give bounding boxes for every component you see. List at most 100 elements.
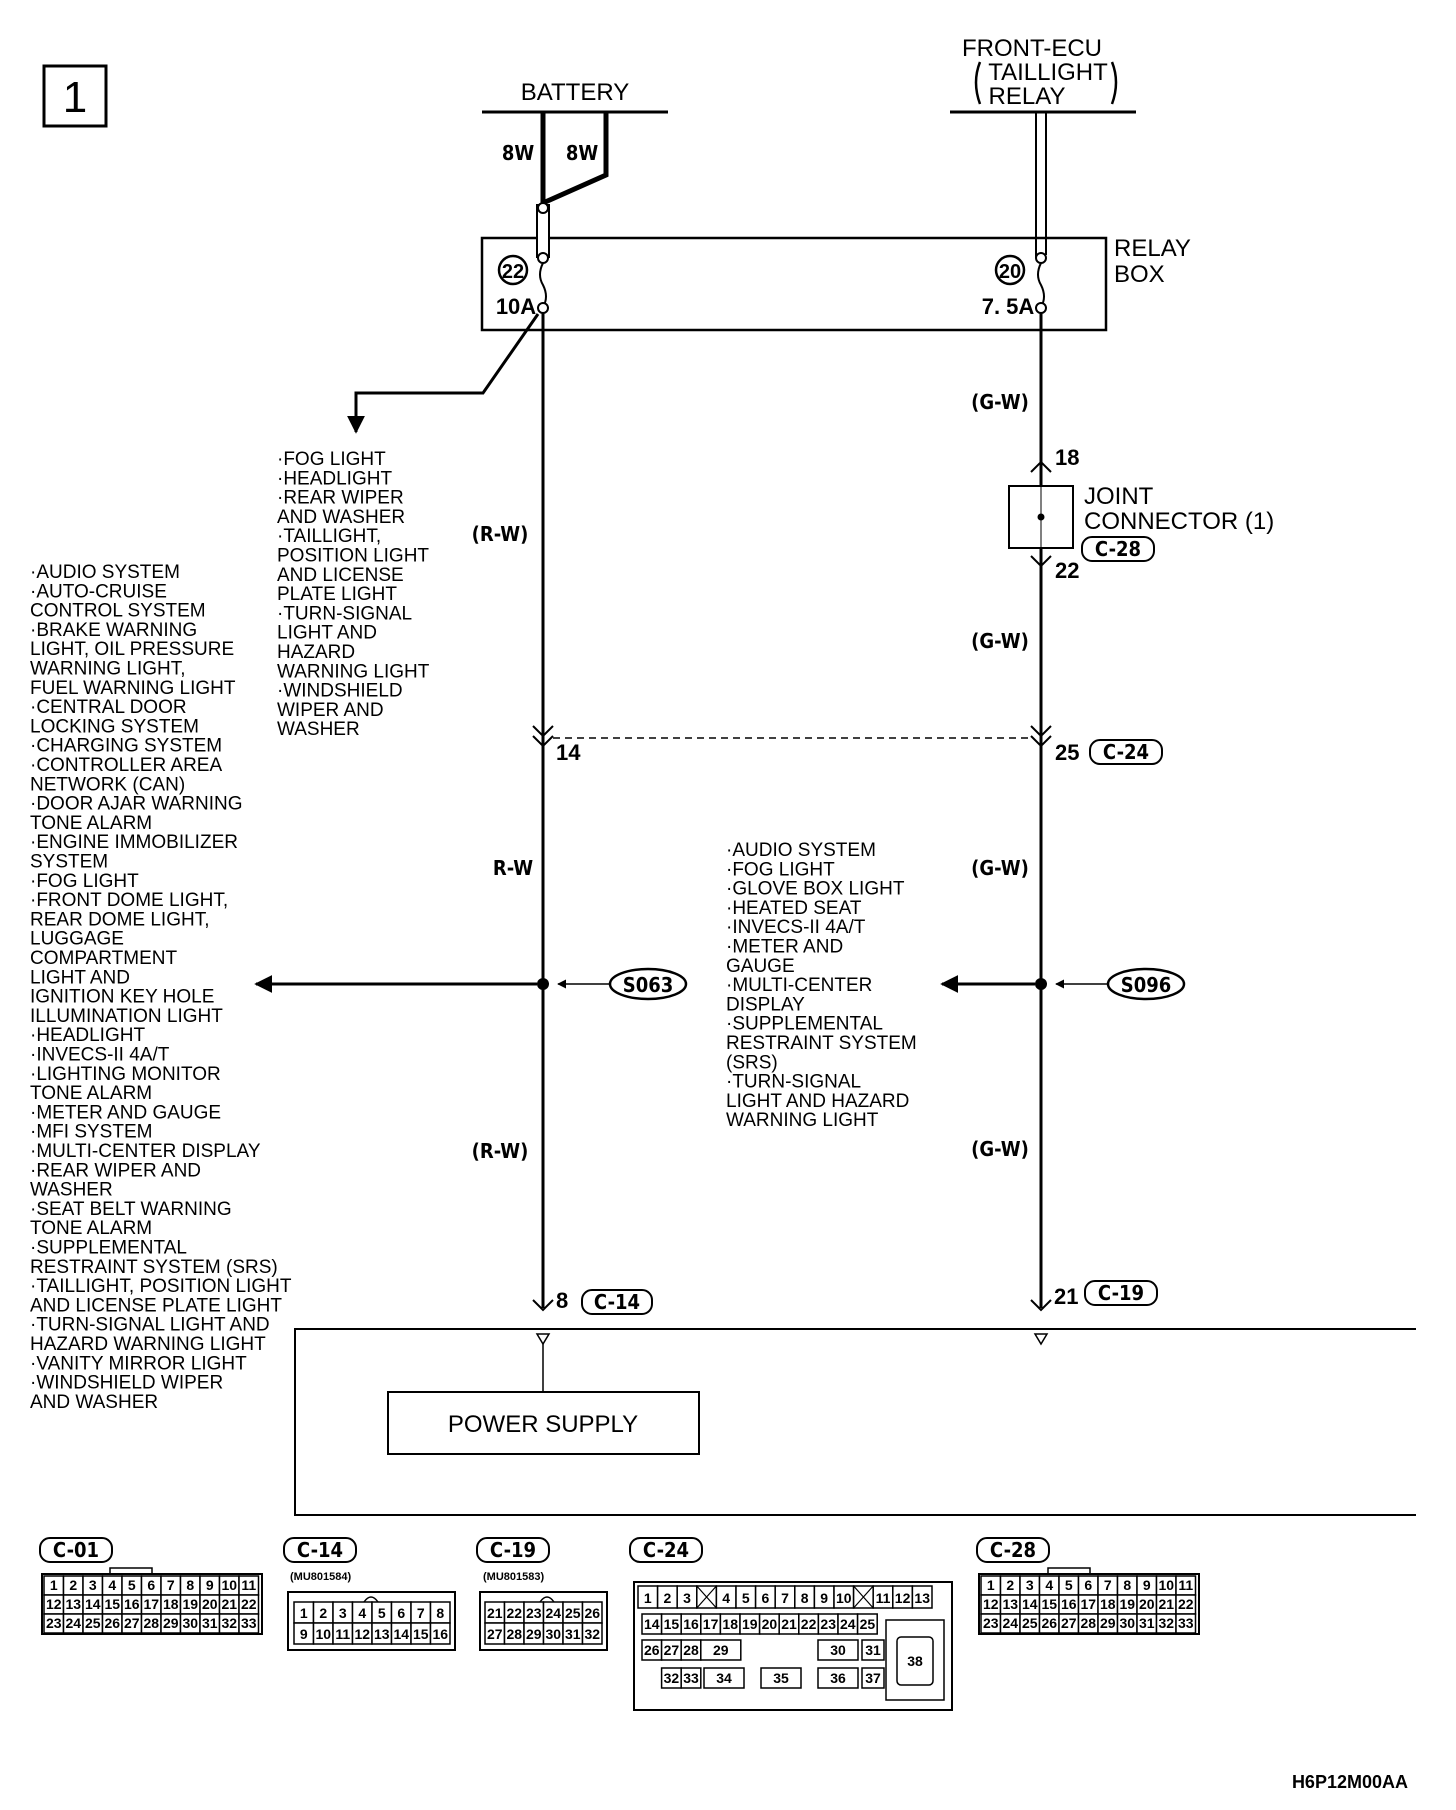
c28-pin-cell: 20: [1139, 1596, 1155, 1612]
c24-pin-cell: 17: [703, 1616, 719, 1632]
c19-pin-cell: 26: [584, 1605, 600, 1621]
c28-view-label: C-28: [990, 1538, 1036, 1562]
s063-load-item: ·BRAKE WARNING: [30, 620, 197, 641]
c28-pin-cell: 9: [1143, 1577, 1151, 1593]
splice-s096: S096: [1121, 973, 1172, 997]
c24-pin-cell: 18: [722, 1616, 738, 1632]
s063-load-item: LIGHT AND: [30, 967, 130, 988]
fuse-22-rating: 10A: [496, 294, 536, 319]
c19-pin-cell: 27: [487, 1626, 503, 1642]
c24-pin-cell: 28: [683, 1642, 699, 1658]
c19-pin-cell: 29: [526, 1626, 542, 1642]
c01-pin-cell: 15: [104, 1596, 120, 1612]
fuse22-load-item: WARNING LIGHT: [277, 661, 430, 682]
c01-pin-cell: 7: [167, 1577, 175, 1593]
c01-pin-cell: 29: [163, 1615, 179, 1631]
s063-load-item: NETWORK (CAN): [30, 774, 185, 795]
c24-pin-cell: 31: [865, 1642, 881, 1658]
battery-label: BATTERY: [521, 79, 629, 106]
c24-pin-cell: 26: [644, 1642, 660, 1658]
c24-pin-cell: 32: [664, 1670, 680, 1686]
s096-load-item: ·MULTI-CENTER: [726, 975, 872, 996]
c01-pin-cell: 6: [147, 1577, 155, 1593]
s063-load-item: LIGHT, OIL PRESSURE: [30, 639, 234, 660]
s063-load-item: SYSTEM: [30, 852, 108, 873]
c28-pin-cell: 11: [1178, 1577, 1193, 1593]
c28-pin-cell: 6: [1084, 1577, 1092, 1593]
pin-22: 22: [1055, 558, 1079, 583]
s063-load-item: ·INVECS-II 4A/T: [30, 1045, 170, 1066]
c24-pin-cell: 35: [773, 1670, 789, 1686]
c24-pin-cell: 23: [820, 1616, 836, 1632]
s063-load-item: ·MULTI-CENTER DISPLAY: [30, 1141, 261, 1162]
c28-pin-cell: 15: [1041, 1596, 1057, 1612]
c14-part-number: (MU801584): [290, 1571, 351, 1583]
fuse22-load-item: ·TAILLIGHT,: [277, 526, 381, 547]
c19-pin-cell: 23: [526, 1605, 542, 1621]
c24-pin-cell: 8: [801, 1590, 809, 1606]
fuse22-load-item: ·REAR WIPER: [277, 488, 404, 509]
c14-pin-cell: 8: [436, 1605, 444, 1621]
fuse22-load-item: ·TURN-SIGNAL: [277, 603, 412, 624]
s063-load-item: ·TURN-SIGNAL LIGHT AND: [30, 1315, 270, 1336]
front-ecu-line3: RELAY: [989, 83, 1066, 110]
c14-pin-cell: 15: [413, 1626, 429, 1642]
s096-load-item: ·SUPPLEMENTAL: [726, 1014, 883, 1035]
wire-rw-2: R-W: [493, 856, 533, 880]
s063-load-item: IGNITION KEY HOLE: [30, 987, 214, 1008]
fuse22-loads-list: ·FOG LIGHT·HEADLIGHT·REAR WIPER AND WASH…: [277, 449, 430, 740]
c28-pin-cell: 24: [1002, 1615, 1018, 1631]
c24-pin-cell: 16: [683, 1616, 699, 1632]
c19-part-number: (MU801583): [483, 1571, 544, 1583]
relay-box: RELAY BOX 22 10A 20 7. 5A: [480, 202, 1191, 332]
c14-pin-cell: 4: [358, 1605, 366, 1621]
front-ecu-line1: FRONT-ECU: [962, 35, 1102, 62]
c24-pin-cell: 30: [830, 1642, 846, 1658]
s063-load-item: COMPARTMENT: [30, 948, 177, 969]
fuse22-load-item: WASHER: [277, 719, 360, 740]
left-wire: (R-W) 14 R-W S063 (R-W) 8 C-14: [254, 313, 688, 1315]
s063-load-item: ·AUDIO SYSTEM: [30, 562, 180, 583]
c24-pin-cell: 25: [860, 1616, 876, 1632]
s063-load-item: ·HEADLIGHT: [30, 1025, 145, 1046]
s096-load-item: ·AUDIO SYSTEM: [726, 840, 876, 861]
c14-view-label: C-14: [297, 1538, 343, 1562]
connector-c14-label: C-14: [594, 1290, 640, 1314]
c01-pin-cell: 23: [46, 1615, 62, 1631]
s096-load-item: ·FOG LIGHT: [726, 859, 835, 880]
c28-pin-cell: 22: [1178, 1596, 1194, 1612]
s063-load-item: ·REAR WIPER AND: [30, 1160, 201, 1181]
c24-pin-cell: 5: [742, 1590, 750, 1606]
s063-load-item: TONE ALARM: [30, 1218, 152, 1239]
c01-pin-cell: 17: [143, 1596, 159, 1612]
c01-pin-cell: 21: [221, 1596, 237, 1612]
s063-load-item: WASHER: [30, 1180, 113, 1201]
c01-pin-cell: 10: [221, 1577, 237, 1593]
c24-pin-cell: 21: [781, 1616, 797, 1632]
c01-pin-cell: 3: [89, 1577, 97, 1593]
wire-gw-2: (G-W): [971, 629, 1029, 653]
fuse22-load-item: POSITION LIGHT: [277, 546, 429, 567]
s063-load-item: ·VANITY MIRROR LIGHT: [30, 1353, 247, 1374]
front-ecu-box: POWER SUPPLY: [294, 1328, 1416, 1516]
fuse-22-number: 22: [502, 261, 524, 283]
fuse-20-number: 20: [999, 261, 1021, 283]
s063-load-item: ·CHARGING SYSTEM: [30, 736, 222, 757]
c14-pin-cell: 7: [417, 1605, 425, 1621]
c28-pin-cell: 14: [1022, 1596, 1038, 1612]
s063-load-item: ·ENGINE IMMOBILIZER: [30, 832, 238, 853]
c01-pin-cell: 30: [182, 1615, 198, 1631]
c24-pin-cell: 11: [876, 1590, 891, 1606]
c14-pin-cell: 1: [300, 1605, 308, 1621]
front-ecu-line2: TAILLIGHT: [988, 59, 1108, 86]
fuse22-load-item: WIPER AND: [277, 700, 384, 721]
c24-pin-cell: 24: [840, 1616, 856, 1632]
c24-pin-cell: 27: [664, 1642, 680, 1658]
c01-view-label: C-01: [53, 1538, 99, 1562]
c24-pin-cell: 12: [895, 1590, 911, 1606]
pin-8: 8: [556, 1288, 568, 1313]
wire-gw-3: (G-W): [971, 856, 1029, 880]
c28-pin-cell: 18: [1100, 1596, 1116, 1612]
c24-pin-cell: 19: [742, 1616, 758, 1632]
